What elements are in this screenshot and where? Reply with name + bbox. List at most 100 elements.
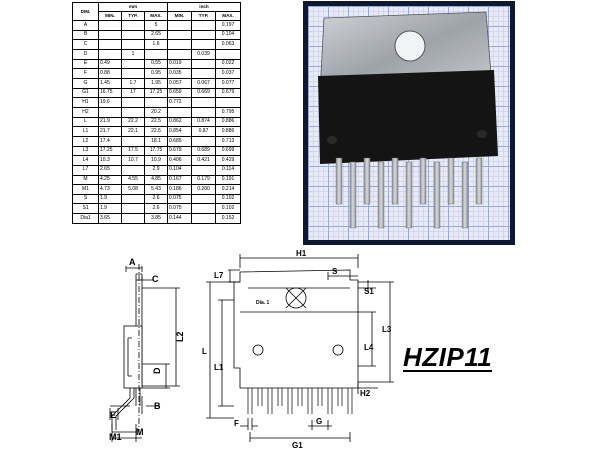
label-L: L <box>202 347 207 356</box>
table-cell: 22.2 <box>121 116 145 128</box>
table-cell: 5 <box>143 20 169 31</box>
table-cell: 0.95 <box>143 68 169 79</box>
table-cell: B <box>72 29 99 41</box>
table-cell <box>143 97 169 108</box>
table-cell: 0.104 <box>167 164 193 176</box>
header-inch-typ: TYP. <box>191 11 217 21</box>
table-cell <box>121 68 145 79</box>
table-cell: 0.057 <box>167 77 193 89</box>
table-cell: 1.45 <box>98 77 122 89</box>
table-cell: 18.1 <box>143 135 169 147</box>
table-cell: 21.7 <box>98 126 122 137</box>
label-L4: L4 <box>364 343 374 352</box>
label-S: S <box>332 267 338 276</box>
table-cell <box>215 48 242 60</box>
table-cell: 0.102 <box>215 203 242 215</box>
table-cell: 5.43 <box>143 184 169 195</box>
table-cell: 17.25 <box>98 145 122 157</box>
table-cell <box>121 203 145 215</box>
table-cell: C <box>72 39 99 50</box>
table-cell: 0.689 <box>191 145 217 157</box>
table-cell: 0.022 <box>215 58 242 70</box>
table-cell: L3 <box>72 145 99 157</box>
table-cell: 21.9 <box>98 116 122 128</box>
table-cell: 1.9 <box>98 203 122 215</box>
table-cell <box>167 106 193 118</box>
table-cell <box>191 20 217 31</box>
table-cell: 0.854 <box>167 126 193 137</box>
table-cell: 0.679 <box>167 145 193 157</box>
table-cell: 1.7 <box>121 77 145 89</box>
table-cell: 0.685 <box>167 135 193 147</box>
table-cell: 17.4 <box>98 135 122 147</box>
table-cell: 0.037 <box>215 68 242 79</box>
table-cell: 4.85 <box>143 174 169 186</box>
table-cell <box>143 48 169 60</box>
table-cell <box>98 29 122 41</box>
table-cell <box>191 106 217 118</box>
table-cell <box>121 58 145 70</box>
side-view-drawing: A C L2 D B E M M1 <box>109 257 185 442</box>
table-cell: 0.191 <box>215 174 242 186</box>
table-cell: 0.197 <box>215 20 242 31</box>
label-L7: L7 <box>214 271 224 280</box>
table-cell <box>191 213 217 224</box>
table-cell: 0.713 <box>215 135 242 147</box>
table-cell: L7 <box>72 164 99 176</box>
table-cell <box>167 20 193 31</box>
mounting-hole <box>394 30 426 62</box>
label-E: E <box>110 410 116 420</box>
table-cell <box>98 106 122 118</box>
table-cell <box>121 97 145 108</box>
table-cell <box>191 193 217 205</box>
label-A: A <box>129 257 136 267</box>
table-cell: 0.886 <box>215 116 242 128</box>
table-cell: G <box>72 77 99 89</box>
table-cell: 1.95 <box>143 77 169 89</box>
table-cell: 0.862 <box>167 116 193 128</box>
table-cell: S1 <box>72 203 99 215</box>
graph-paper-background <box>308 6 510 240</box>
header-mm: mm <box>97 2 169 12</box>
table-cell <box>121 193 145 205</box>
label-L3: L3 <box>382 325 392 334</box>
table-cell: 0.075 <box>167 193 193 205</box>
table-cell: 0.772 <box>167 97 193 108</box>
table-cell: 1.9 <box>98 193 122 205</box>
table-cell: 22.5 <box>143 116 169 128</box>
table-cell: 0.167 <box>167 174 193 186</box>
table-cell <box>191 97 217 108</box>
dimension-table: DIM. mm inch MIN. TYP. MAX. MIN. TYP. MA… <box>72 2 242 224</box>
table-cell: 10.3 <box>98 155 122 166</box>
table-cell: 10.9 <box>143 155 169 166</box>
table-cell: 4.73 <box>98 184 122 195</box>
table-cell: 0.200 <box>191 184 217 195</box>
table-cell: 0.88 <box>98 68 122 79</box>
table-cell <box>191 39 217 50</box>
table-cell <box>215 97 242 108</box>
label-H1: H1 <box>296 249 307 258</box>
table-cell: 0.179 <box>191 174 217 186</box>
table-cell: D <box>72 48 99 60</box>
table-cell: L <box>72 116 99 128</box>
table-cell: M <box>72 174 99 186</box>
table-cell: 0.406 <box>167 155 193 166</box>
package-name-title: HZIP11 <box>403 342 493 372</box>
header-mm-typ: TYP. <box>121 11 145 21</box>
table-cell: 0.019 <box>167 58 193 70</box>
table-cell: 22.1 <box>121 126 145 137</box>
front-view-drawing: H1 S L7 S1 Dia. 1 L L1 L3 L4 H2 F G G1 <box>202 249 394 448</box>
table-cell <box>121 29 145 41</box>
label-H2: H2 <box>360 389 371 398</box>
table-cell <box>121 213 145 224</box>
